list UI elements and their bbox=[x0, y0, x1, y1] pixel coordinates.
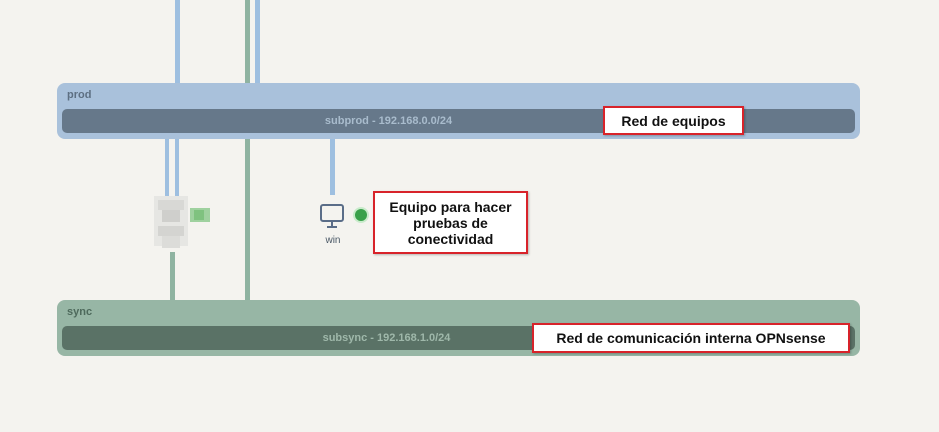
annotation-test-vm: Equipo para hacer pruebas de conectivida… bbox=[373, 191, 528, 254]
monitor-icon bbox=[320, 204, 344, 228]
vm-label-win: win bbox=[325, 235, 341, 246]
link-top-prod-1 bbox=[175, 0, 180, 84]
status-running-icon bbox=[355, 209, 367, 221]
link-node-prod-b bbox=[175, 139, 179, 199]
annotation-sync-network: Red de comunicación interna OPNsense bbox=[532, 323, 850, 353]
subnet-subsync-label: subsync - 192.168.1.0/24 bbox=[322, 332, 451, 344]
link-top-prod-2 bbox=[255, 0, 260, 84]
pixelated-server-icon[interactable] bbox=[154, 196, 210, 252]
network-prod-label: prod bbox=[67, 89, 92, 101]
link-win-prod bbox=[330, 139, 335, 195]
link-node-prod-a bbox=[165, 139, 169, 199]
vm-node-win[interactable]: win bbox=[318, 203, 348, 247]
network-sync-label: sync bbox=[67, 306, 93, 318]
link-node-sync bbox=[170, 252, 175, 301]
subnet-subprod-label: subprod - 192.168.0.0/24 bbox=[324, 115, 453, 127]
annotation-prod-network: Red de equipos bbox=[603, 106, 744, 135]
link-top-sync bbox=[245, 0, 250, 301]
